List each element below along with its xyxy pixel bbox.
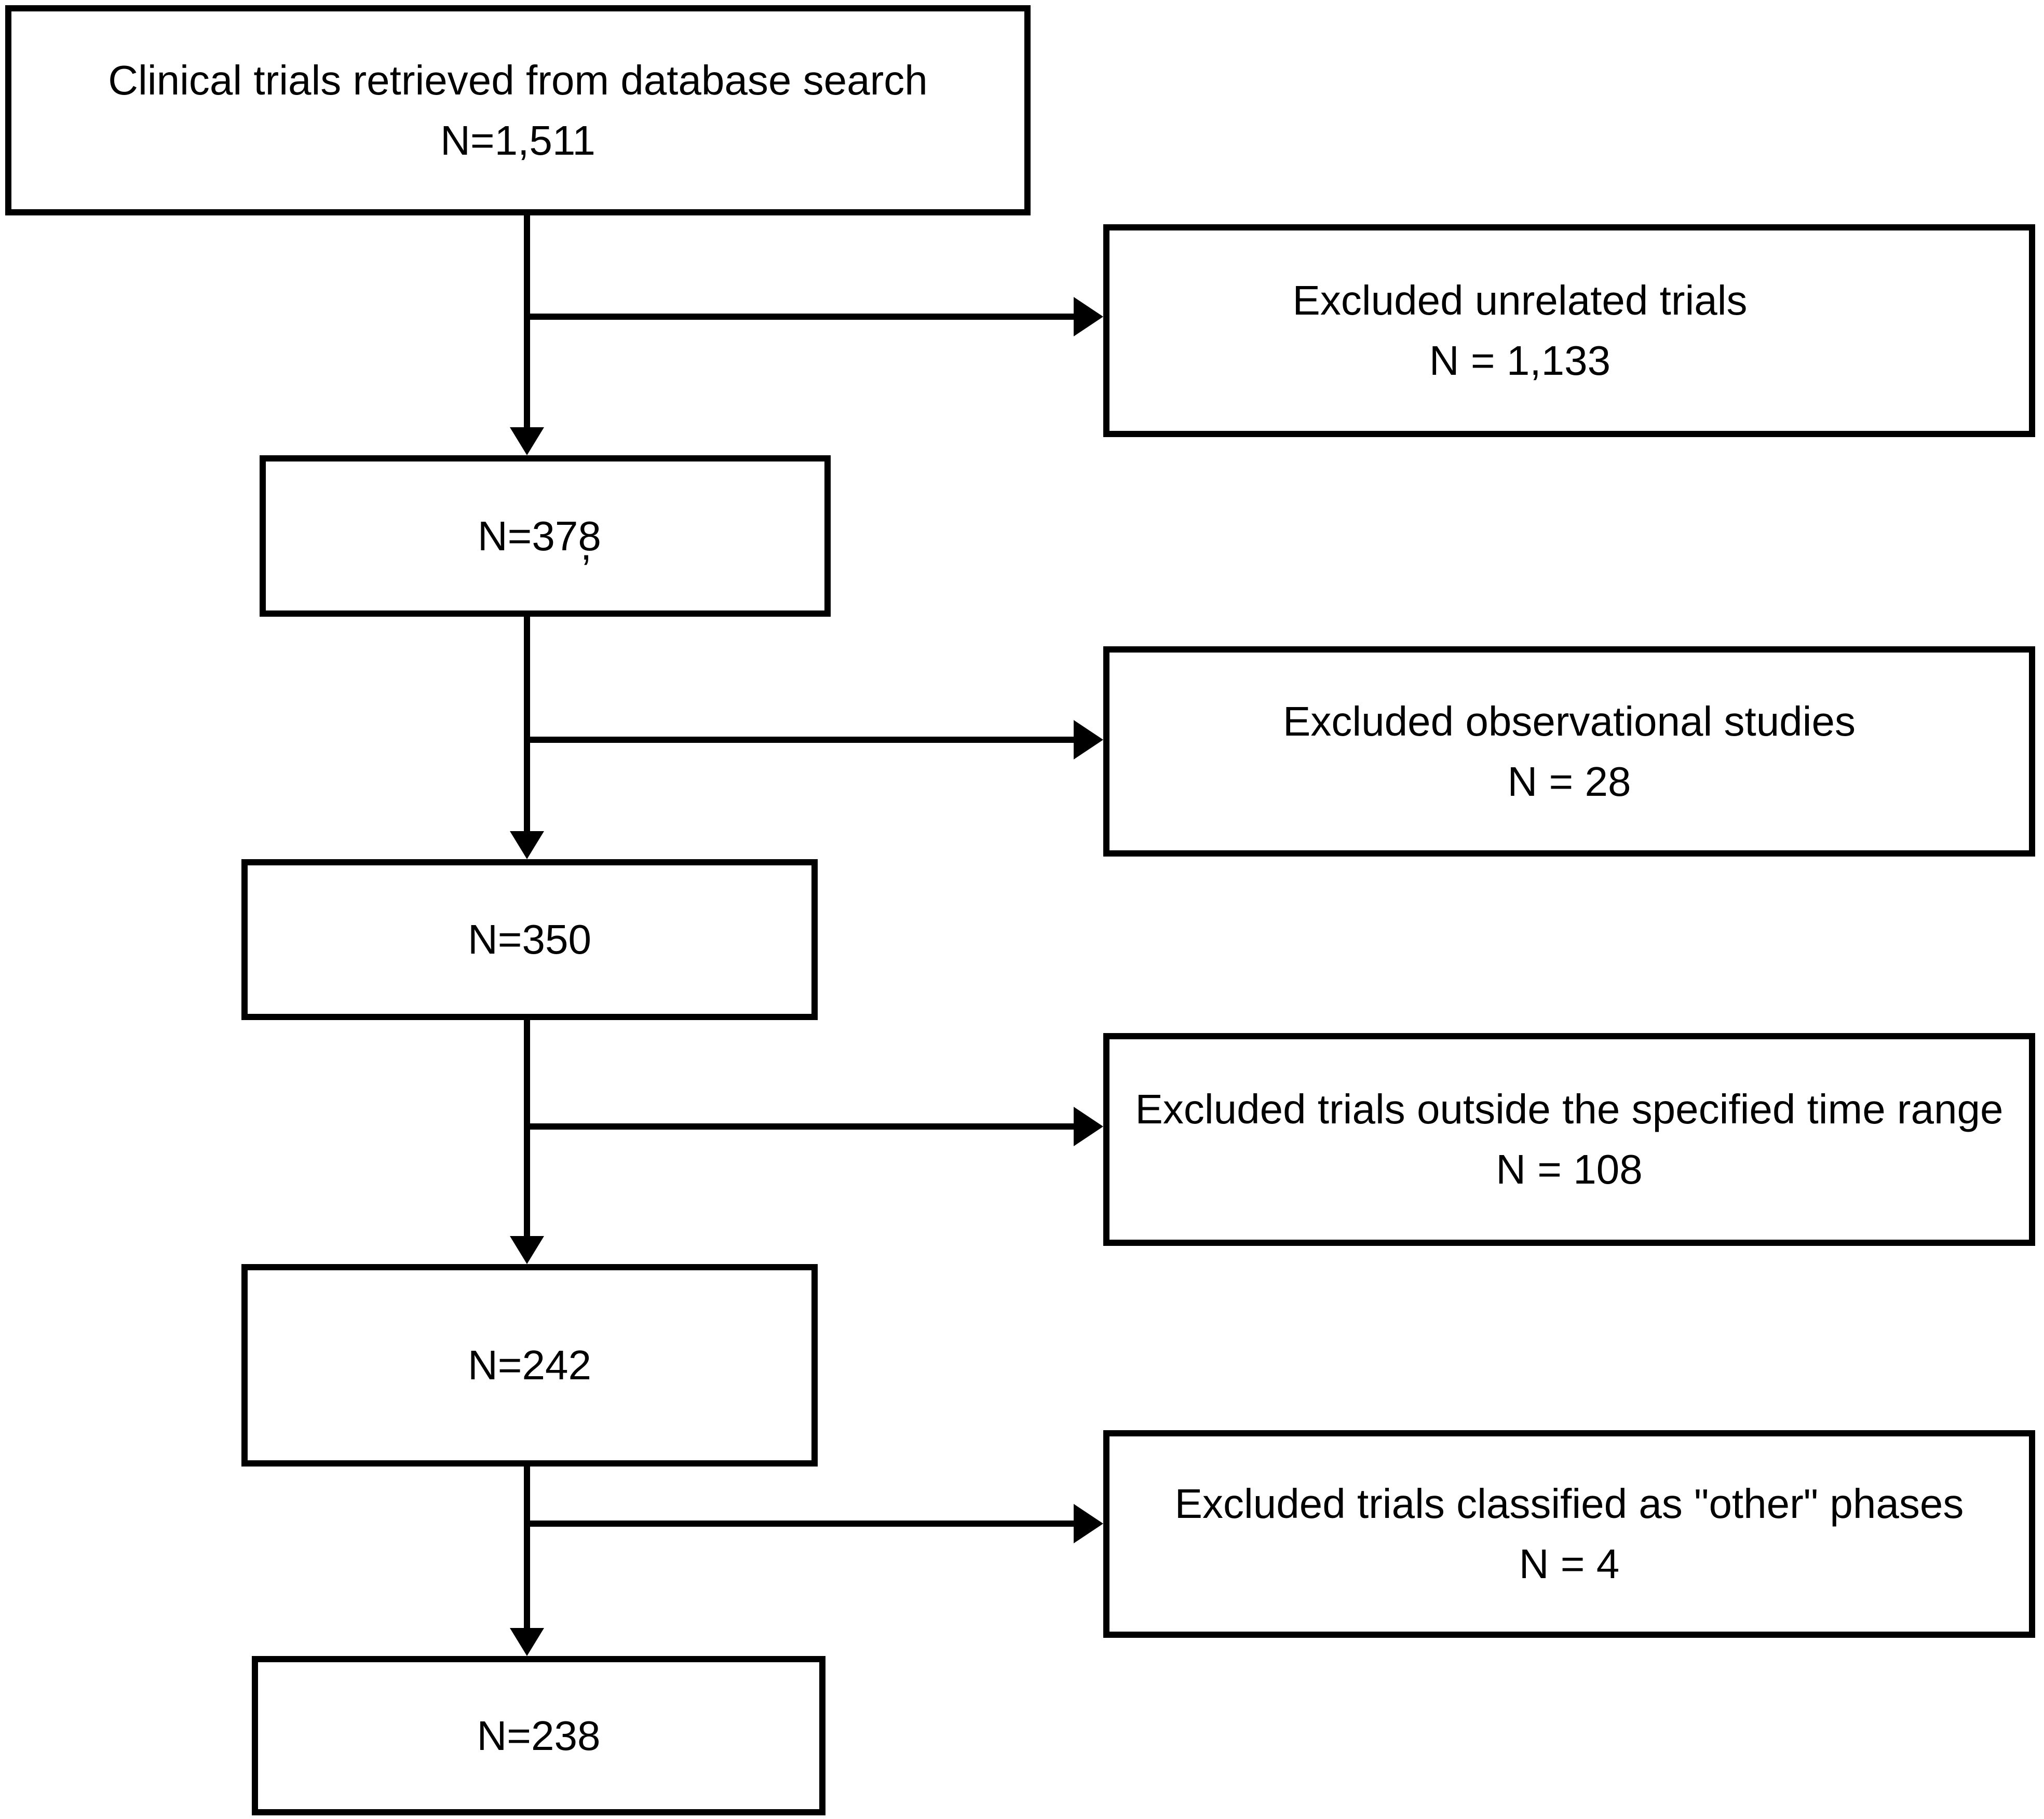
retrieved-box: Clinical trials retrieved from database … [5,5,1031,215]
excluded-time-range-box: Excluded trials outside the specified ti… [1103,1033,2035,1246]
arrowhead-down-4-icon [510,1628,544,1656]
related-trials-box: N=378, [260,455,831,617]
arrowhead-right-2-icon [1074,720,1103,759]
excluded-time-range-reason: Excluded trials outside the specified ti… [1135,1086,2004,1132]
excluded-other-phases-box: Excluded trials classified as "other" ph… [1103,1430,2035,1638]
excluded-observational-reason: Excluded observational studies [1283,698,1856,744]
in-time-range-box: N=242 [241,1264,818,1467]
arrowhead-down-2-icon [510,831,544,859]
interventional-trials-box: N=350 [241,859,818,1020]
connector-vertical-1 [524,215,530,427]
final-included-box: N=238 [252,1656,825,1815]
retrieved-box-title: Clinical trials retrieved from database … [108,57,928,103]
arrowhead-right-1-icon [1074,297,1103,336]
interventional-trials-count: N=350 [468,916,591,962]
connector-horizontal-1 [527,314,1074,320]
excluded-observational-box: Excluded observational studies N = 28 [1103,646,2035,857]
in-time-range-count: N=242 [468,1342,591,1388]
stray-comma-artifact: , [580,522,592,568]
connector-horizontal-3 [527,1123,1074,1130]
excluded-unrelated-box: Excluded unrelated trials N = 1,133 [1103,224,2035,437]
connector-vertical-4 [524,1467,530,1628]
excluded-observational-count: N = 28 [1507,758,1631,805]
related-trials-count: N=378 [477,512,601,559]
final-included-count: N=238 [477,1712,601,1759]
excluded-time-range-count: N = 108 [1496,1146,1643,1192]
arrowhead-right-4-icon [1074,1504,1103,1543]
arrowhead-down-3-icon [510,1236,544,1264]
connector-horizontal-4 [527,1521,1074,1527]
excluded-other-phases-reason: Excluded trials classified as "other" ph… [1174,1481,1964,1527]
connector-vertical-2 [524,617,530,831]
retrieved-box-count: N=1,511 [440,117,595,164]
excluded-other-phases-count: N = 4 [1519,1541,1620,1587]
excluded-unrelated-count: N = 1,133 [1429,337,1611,384]
arrowhead-down-1-icon [510,427,544,455]
excluded-unrelated-reason: Excluded unrelated trials [1292,277,1748,323]
arrowhead-right-3-icon [1074,1107,1103,1146]
connector-horizontal-2 [527,737,1074,743]
excluded-unrelated-text: Excluded unrelated trials N = 1,133 [1292,270,1747,391]
